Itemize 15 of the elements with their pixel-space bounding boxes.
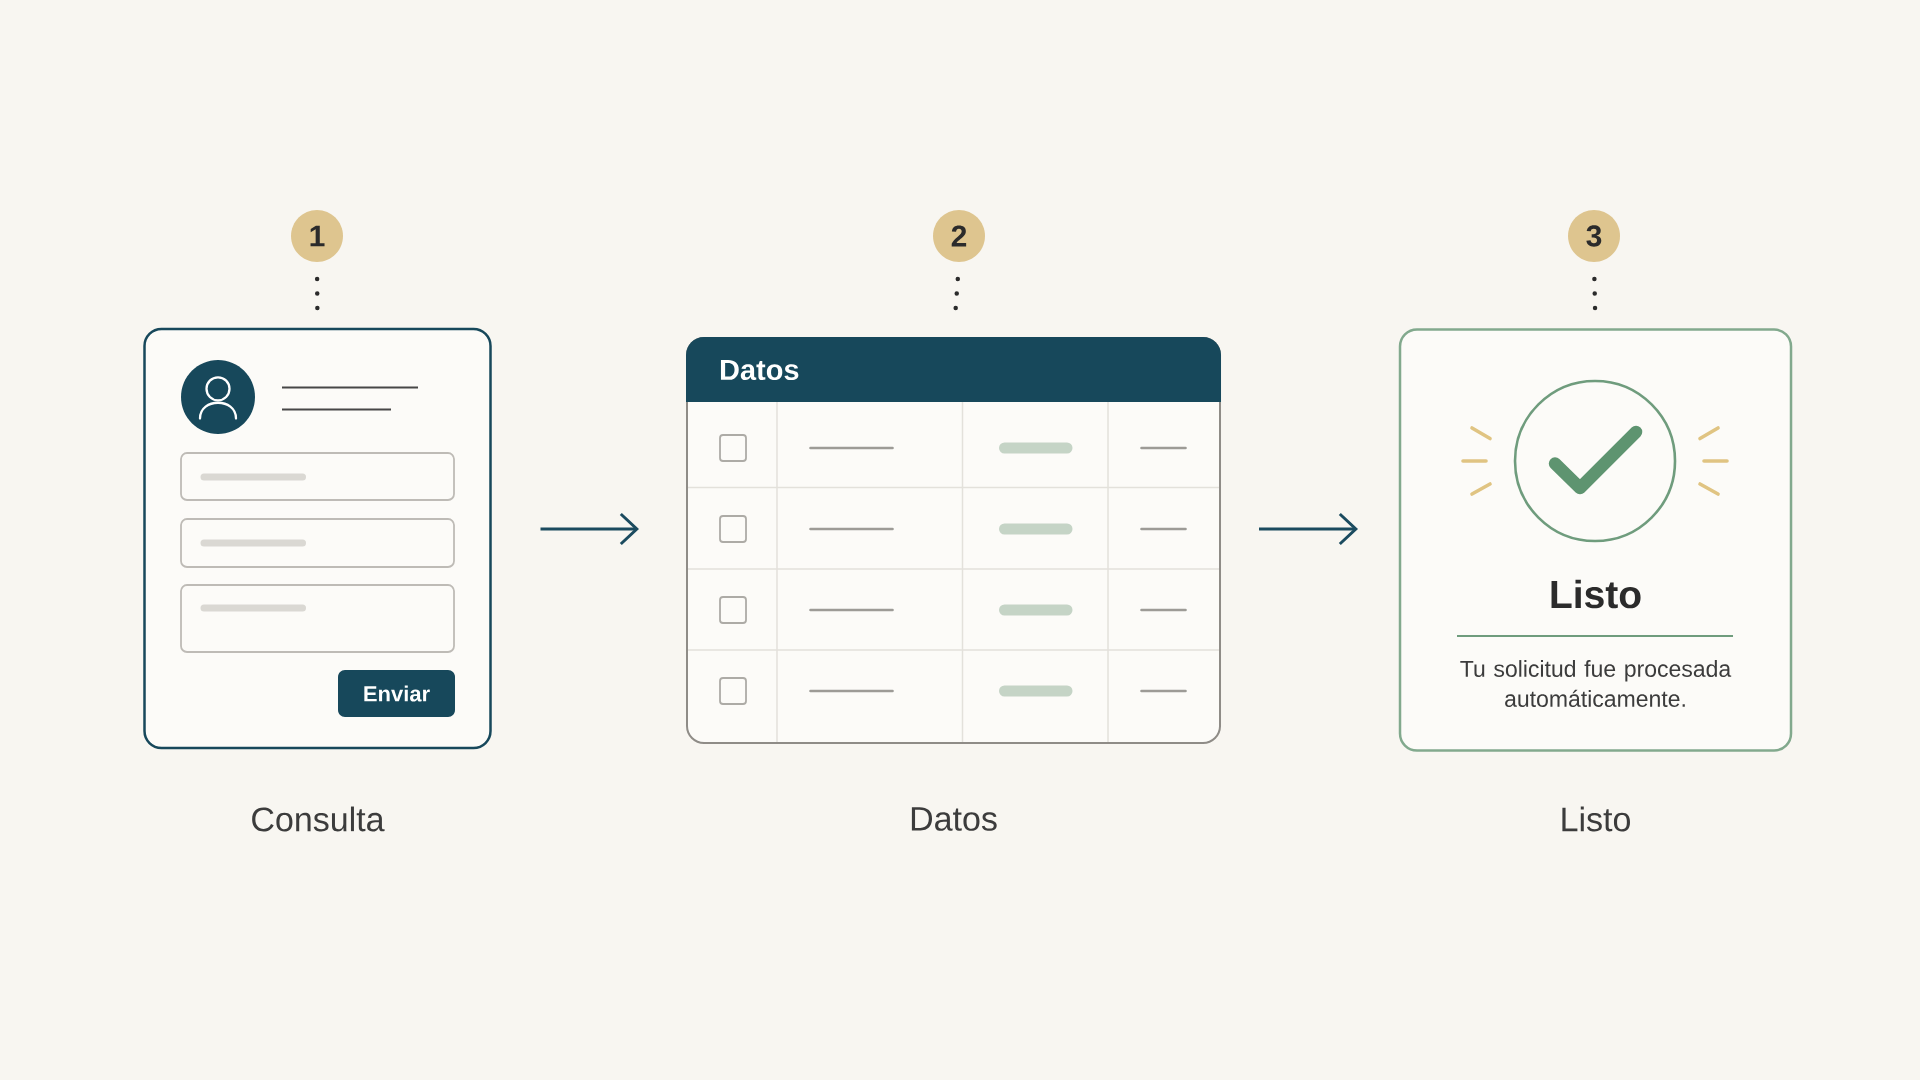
header-bar: Datos: [686, 337, 1221, 402]
send-button: Enviar: [338, 670, 455, 717]
step-caption: Listo: [1562, 806, 1630, 832]
arrow: [540, 512, 639, 546]
dotted-line: [314, 276, 320, 311]
number-badge: 1: [291, 210, 343, 262]
step-caption: Consulta: [252, 806, 385, 832]
dotted-line: [1592, 276, 1598, 311]
card-title: Listo: [1551, 579, 1641, 609]
step-caption: Datos: [911, 807, 997, 831]
number-badge: 2: [933, 210, 985, 262]
number-badge: 3: [1568, 210, 1620, 262]
dotted-line: [953, 276, 961, 311]
card-text: Tu solicitud fue procesada automáticamente.: [1460, 660, 1732, 707]
arrow: [1259, 512, 1358, 546]
